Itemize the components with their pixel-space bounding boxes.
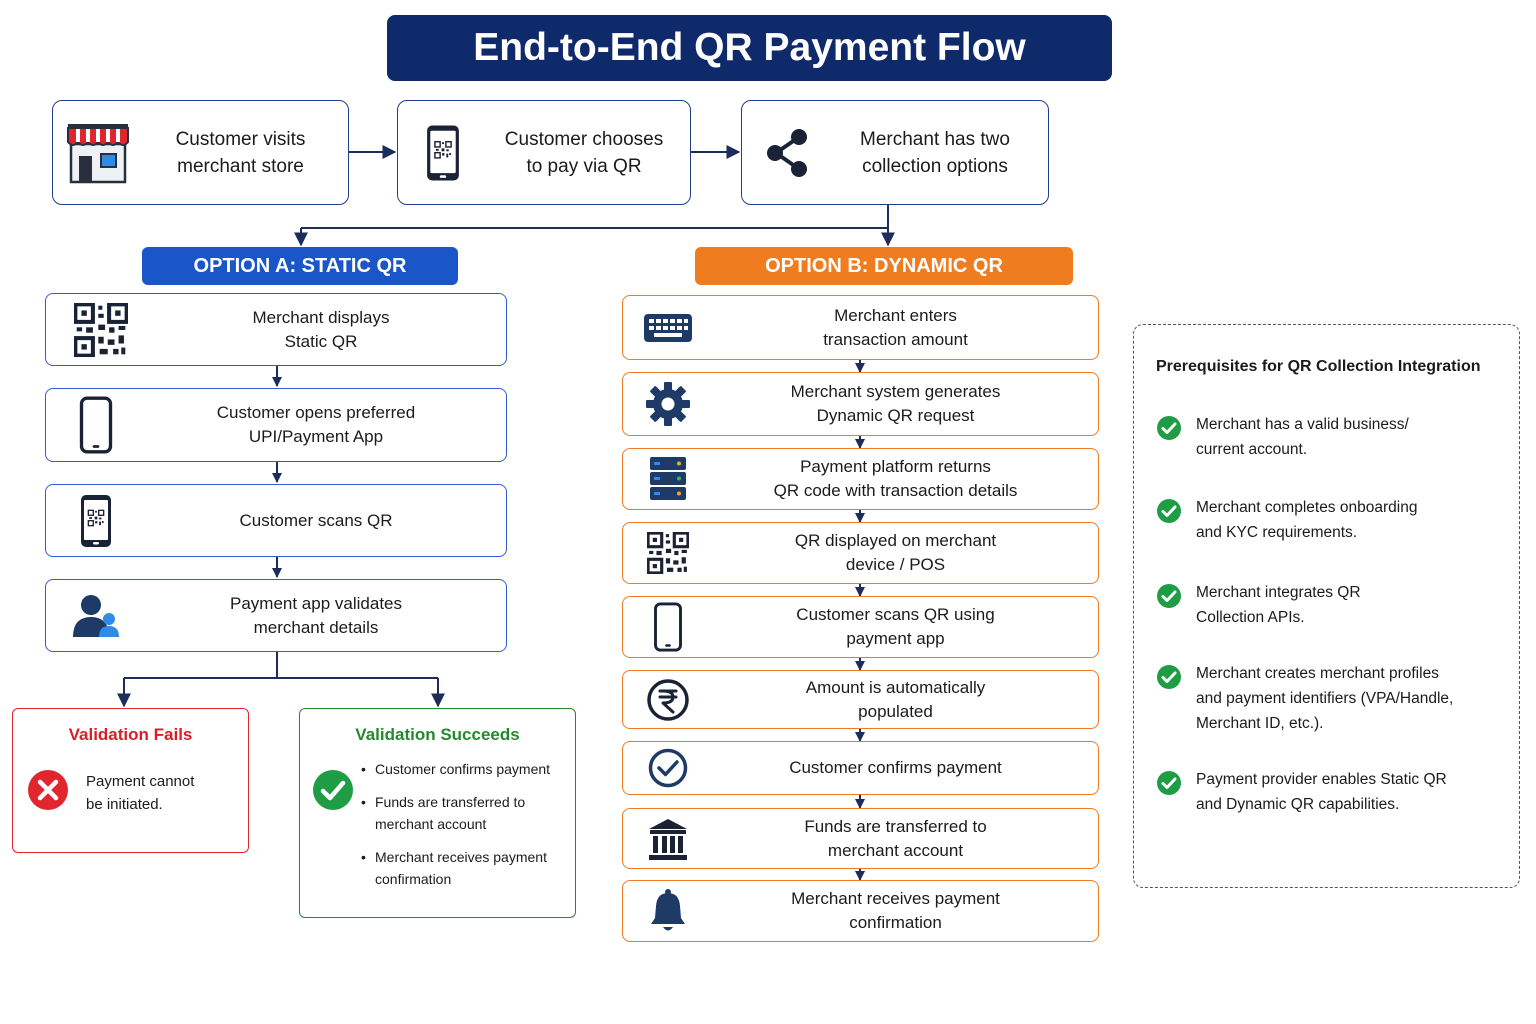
prerequisite-item: Merchant completes onboarding and KYC re… xyxy=(1156,495,1417,545)
success-item: Funds are transferred to merchant accoun… xyxy=(359,791,574,835)
option-b-step: Merchant system generates Dynamic QR req… xyxy=(622,372,1099,436)
step-text: Customer opens preferred UPI/Payment App xyxy=(216,403,416,446)
step-text: Customer scans QR using payment app xyxy=(796,605,995,648)
top-step-text: Customer chooses to pay via QR xyxy=(504,128,664,177)
step-text: Funds are transferred to merchant accoun… xyxy=(804,816,987,860)
option-b-step: Payment platform returns QR code with tr… xyxy=(622,448,1099,510)
validation-fails-title: Validation Fails xyxy=(68,725,193,744)
step-text: Merchant receives payment confirmation xyxy=(791,889,1000,932)
option-a-step: Customer scans QR xyxy=(45,484,507,557)
option-a-step: Customer opens preferred UPI/Payment App xyxy=(45,388,507,462)
top-step-visit-store: Customer visits merchant store xyxy=(52,100,349,205)
step-text: Merchant system generates Dynamic QR req… xyxy=(790,382,1001,425)
step-text: QR displayed on merchant device / POS xyxy=(794,531,997,574)
top-step-text: Merchant has two collection options xyxy=(860,128,1010,177)
step-text: Merchant enters transaction amount xyxy=(823,305,968,349)
step-text: Payment app validates merchant details xyxy=(230,593,402,637)
prerequisite-text: Merchant completes onboarding and KYC re… xyxy=(1196,499,1418,541)
step-text: Customer confirms payment xyxy=(789,758,1002,777)
gear-icon xyxy=(623,381,713,427)
prerequisite-item: Payment provider enables Static QR and D… xyxy=(1156,767,1447,817)
check-circle-icon xyxy=(312,769,354,816)
success-item: Merchant receives payment confirmation xyxy=(359,846,574,890)
prerequisite-text: Merchant creates merchant profiles and p… xyxy=(1196,665,1454,732)
option-a-step: Payment app validates merchant details xyxy=(45,579,507,652)
validation-fails-box: Validation Fails Payment cannot be initi… xyxy=(12,708,249,853)
keyboard-icon xyxy=(623,312,713,344)
step-text: Payment platform returns QR code with tr… xyxy=(773,457,1018,500)
top-step-text: Customer visits merchant store xyxy=(175,128,306,177)
check-circle-icon xyxy=(623,748,713,788)
check-icon xyxy=(1156,767,1196,801)
option-b-step: Customer confirms payment xyxy=(622,741,1099,795)
step-text: Customer scans QR xyxy=(239,510,393,530)
option-b-step: QR displayed on merchant device / POS xyxy=(622,522,1099,584)
option-b-header: OPTION B: DYNAMIC QR xyxy=(695,247,1073,285)
server-icon xyxy=(623,456,713,502)
option-b-step: Customer scans QR using payment app xyxy=(622,596,1099,658)
smartphone-icon xyxy=(623,602,713,652)
prerequisite-text: Merchant has a valid business/ current a… xyxy=(1196,416,1409,458)
option-b-step: Merchant enters transaction amount xyxy=(622,295,1099,360)
success-item: Customer confirms payment xyxy=(359,758,574,780)
validation-succeeds-list: Customer confirms payment Funds are tran… xyxy=(359,758,574,901)
option-a-header: OPTION A: STATIC QR xyxy=(142,247,458,285)
prerequisite-item: Merchant has a valid business/ current a… xyxy=(1156,412,1409,462)
step-text: Amount is automatically populated xyxy=(805,677,986,721)
validation-fails-text: Payment cannot be initiated. xyxy=(86,773,195,813)
option-b-step: Amount is automatically populated xyxy=(622,670,1099,729)
option-b-step: Merchant receives payment confirmation xyxy=(622,880,1099,942)
share-icon xyxy=(742,127,832,179)
qr-code-icon xyxy=(46,303,156,357)
option-b-step: Funds are transferred to merchant accoun… xyxy=(622,808,1099,869)
top-step-choose-qr: Customer chooses to pay via QR xyxy=(397,100,691,205)
step-text: Merchant displays Static QR xyxy=(252,307,390,351)
store-icon xyxy=(53,122,143,184)
check-icon xyxy=(1156,661,1196,695)
validation-succeeds-title: Validation Succeeds xyxy=(355,725,520,744)
user-icon xyxy=(46,593,146,639)
error-x-icon xyxy=(27,769,69,816)
bell-icon xyxy=(623,888,713,934)
prerequisite-item: Merchant integrates QR Collection APIs. xyxy=(1156,580,1361,630)
check-icon xyxy=(1156,412,1196,446)
bank-icon xyxy=(623,817,713,861)
top-step-two-options: Merchant has two collection options xyxy=(741,100,1049,205)
prerequisite-item: Merchant creates merchant profiles and p… xyxy=(1156,661,1453,736)
prerequisite-text: Payment provider enables Static QR and D… xyxy=(1196,771,1447,813)
prerequisites-panel: Prerequisites for QR Collection Integrat… xyxy=(1133,324,1520,888)
option-a-step: Merchant displays Static QR xyxy=(45,293,507,366)
prerequisites-title: Prerequisites for QR Collection Integrat… xyxy=(1156,358,1481,375)
qr-code-icon xyxy=(623,532,713,574)
check-icon xyxy=(1156,580,1196,614)
prerequisite-text: Merchant integrates QR Collection APIs. xyxy=(1196,584,1361,626)
rupee-icon xyxy=(623,678,713,722)
phone-qr-icon xyxy=(398,123,488,183)
validation-succeeds-box: Validation Succeeds Customer confirms pa… xyxy=(299,708,576,918)
smartphone-icon xyxy=(46,396,146,454)
phone-qr-icon xyxy=(46,492,146,550)
page-title: End-to-End QR Payment Flow xyxy=(387,15,1112,81)
check-icon xyxy=(1156,495,1196,529)
